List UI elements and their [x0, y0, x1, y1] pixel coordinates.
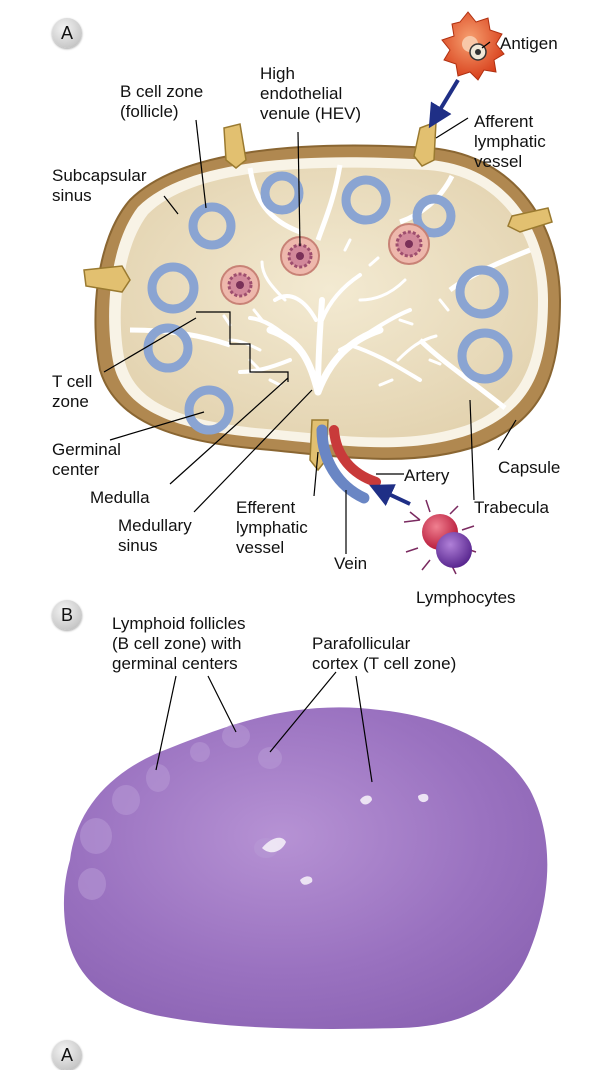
label-capsule: Capsule [498, 458, 561, 477]
follicle-texture [78, 724, 282, 900]
label-trabecula: Trabecula [474, 498, 549, 517]
hev [220, 265, 260, 305]
leader-lines-a [103, 41, 517, 554]
follicle [455, 265, 509, 319]
high-endothelial-venules [220, 223, 430, 305]
lymphocytes [403, 499, 477, 575]
label-parafollicular: Parafollicular cortex (T cell zone) [312, 634, 457, 673]
label-artery: Artery [404, 466, 450, 485]
label-lymphocytes: Lymphocytes [416, 588, 516, 607]
vein [316, 424, 370, 504]
label-antigen: Antigen [500, 34, 558, 53]
label-b-cell-zone: B cell zone (follicle) [120, 82, 204, 121]
leader-lines-b [155, 671, 373, 783]
lymph-node-diagram [83, 11, 562, 575]
label-t-cell-zone: T cell zone [52, 372, 93, 411]
follicle [412, 194, 456, 238]
panel-b-badge: B [52, 600, 82, 630]
tissue-section [63, 707, 548, 1029]
label-lymphoid-follicles: Lymphoid follicles (B cell zone) with ge… [112, 614, 246, 673]
label-efferent: Efferent lymphatic vessel [236, 498, 308, 557]
lymphocyte [436, 532, 472, 568]
follicle [457, 328, 513, 384]
follicle [143, 323, 193, 373]
afferent-lymphatic-vessels [83, 120, 553, 293]
label-medulla: Medulla [90, 488, 150, 507]
label-subcapsular: Subcapsular sinus [52, 166, 147, 205]
medullary-sinus-fragments [222, 238, 450, 387]
artery [329, 425, 381, 487]
follicle [188, 202, 236, 250]
panel-a-badge: A [52, 18, 82, 48]
label-medullary-sinus: Medullary sinus [118, 516, 192, 555]
histology-micrograph [63, 671, 548, 1029]
follicle [341, 175, 391, 225]
label-hev: High endothelial venule (HEV) [260, 64, 362, 123]
antigen-arrow [428, 78, 460, 129]
medulla [228, 260, 438, 396]
lymphocyte-arrow [369, 484, 411, 506]
antigen-presenting-cell [441, 11, 505, 81]
sinus-spaces [262, 793, 429, 885]
label-germinal-center: Germinal center [52, 440, 121, 479]
label-afferent: Afferent lymphatic vessel [474, 112, 546, 171]
trabeculae [129, 164, 531, 410]
follicle [184, 385, 234, 435]
hev [388, 223, 430, 265]
footer-badge: A [52, 1040, 82, 1070]
label-vein: Vein [334, 554, 368, 573]
follicle [147, 262, 199, 314]
